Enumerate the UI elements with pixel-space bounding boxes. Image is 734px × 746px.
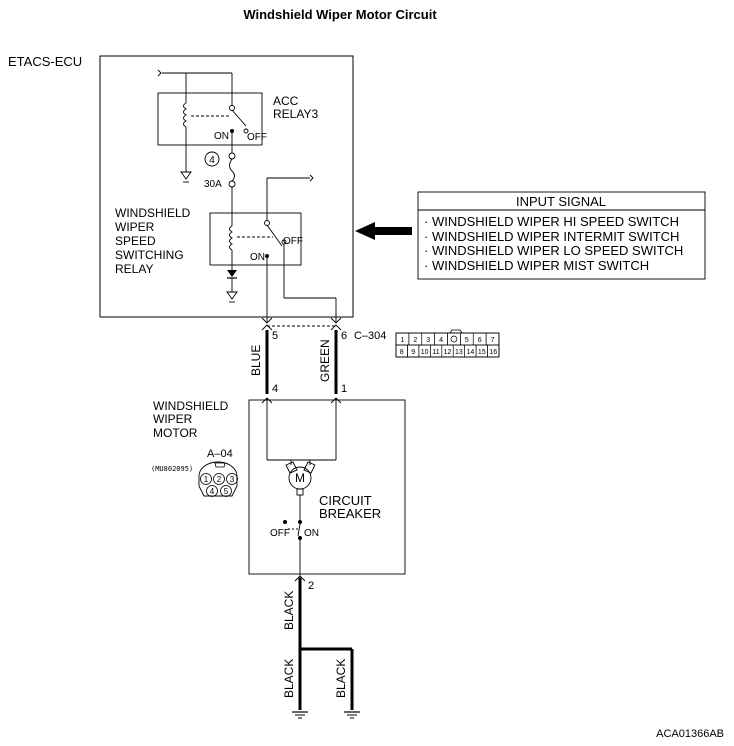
a04-label: A–04 xyxy=(207,448,233,460)
c304-top-pin-label: 2 xyxy=(413,337,417,344)
breaker-off-label: OFF xyxy=(270,528,290,539)
motor-label-line1: WINDSHIELD xyxy=(153,399,229,413)
speed-relay-label-line2: WIPER xyxy=(115,220,155,234)
motor-symbol: M xyxy=(295,471,305,485)
acc-relay-label-line1: ACC xyxy=(273,94,299,108)
input-signal-item-mist: · WINDSHIELD WIPER MIST SWITCH xyxy=(424,258,649,273)
motor-pin-1: 1 xyxy=(341,383,347,395)
c304-bottom-pin-label: 9 xyxy=(411,349,415,356)
fuse-number-circle xyxy=(204,151,220,167)
c304-bottom-pin-label: 11 xyxy=(432,349,439,356)
acc-relay-off-label: OFF xyxy=(247,132,267,143)
a04-pin-2: 2 xyxy=(217,475,222,484)
motor-label-line3: MOTOR xyxy=(153,426,198,440)
c304-top-pin-label: 7 xyxy=(491,337,495,344)
input-signal-title: INPUT SIGNAL xyxy=(516,194,606,209)
fuse-number: 4 xyxy=(209,155,215,166)
speed-relay-on-label: ON xyxy=(250,252,265,263)
input-signal-item-intermit: · WINDSHIELD WIPER INTERMIT SWITCH xyxy=(424,229,679,244)
diagram-title: Windshield Wiper Motor Circuit xyxy=(243,7,437,22)
fuse-4 xyxy=(228,152,236,226)
input-signal-item-hi: · WINDSHIELD WIPER HI SPEED SWITCH xyxy=(424,214,679,229)
c304-key-mark xyxy=(450,335,458,343)
wire-black-right-label: BLACK xyxy=(334,659,348,698)
c304-top-pin-label: 4 xyxy=(439,337,443,344)
c304-bottom-pin-label: 8 xyxy=(400,349,404,356)
c304-top-pin-label: 1 xyxy=(400,337,404,344)
wiper-motor-internal xyxy=(266,398,337,578)
c304-pin-5: 5 xyxy=(272,330,278,342)
connector-c304-junction xyxy=(261,317,342,331)
speed-switching-relay xyxy=(209,212,337,322)
motor-label-line2: WIPER xyxy=(153,412,193,426)
a04-pin-1: 1 xyxy=(204,475,209,484)
acc-relay-on-label: ON xyxy=(214,131,229,142)
c304-top-pin-label: 3 xyxy=(426,337,430,344)
a04-pin-5: 5 xyxy=(224,487,229,496)
input-signal-box xyxy=(417,191,706,280)
speed-relay-label-line3: SPEED xyxy=(115,234,156,248)
motor-pin-4: 4 xyxy=(272,383,278,395)
a04-pin-4: 4 xyxy=(210,487,215,496)
c304-bottom-pin-label: 10 xyxy=(421,349,429,356)
speed-relay-label-line4: SWITCHING xyxy=(115,248,184,262)
c304-bottom-pin-label: 12 xyxy=(444,349,452,356)
input-signal-item-lo: · WINDSHIELD WIPER LO SPEED SWITCH xyxy=(424,243,683,258)
ground-wiring xyxy=(292,575,360,719)
connector-a04-face xyxy=(198,461,238,497)
a04-pin-3: 3 xyxy=(230,475,235,484)
c304-label: C–304 xyxy=(354,330,386,342)
wire-green-label: GREEN xyxy=(318,339,332,382)
wiper-motor-box xyxy=(248,399,406,575)
speed-relay-label-line1: WINDSHIELD xyxy=(115,206,191,220)
fuse-rating: 30A xyxy=(204,179,222,190)
c304-top-pin-label: 6 xyxy=(478,337,482,344)
wire-blue-label: BLUE xyxy=(249,345,263,376)
c304-top-pin-label: 5 xyxy=(465,337,469,344)
motor-pin-2: 2 xyxy=(308,580,314,592)
c304-top-cell xyxy=(447,332,461,346)
c304-bottom-pin-label: 13 xyxy=(455,349,463,356)
breaker-label-line2: BREAKER xyxy=(319,506,381,521)
breaker-on-label: ON xyxy=(304,528,319,539)
figure-id: ACA01366AB xyxy=(656,728,724,740)
c304-pin-6: 6 xyxy=(341,330,347,342)
breaker-label-line1: CIRCUIT xyxy=(319,493,372,508)
etacs-ecu-box xyxy=(99,55,354,318)
wire-black-main-label: BLACK xyxy=(282,591,296,630)
c304-bottom-pin-label: 15 xyxy=(478,349,486,356)
acc-relay-label-line2: RELAY3 xyxy=(273,107,318,121)
acc-relay3 xyxy=(157,69,263,183)
a04-part-number: (MU802095) xyxy=(151,465,193,473)
etacs-ecu-label: ETACS-ECU xyxy=(8,54,82,69)
c304-bottom-pin-label: 16 xyxy=(489,349,497,356)
input-signal-arrow xyxy=(355,222,412,240)
speed-relay-off-label: OFF xyxy=(283,236,303,247)
c304-bottom-pin-label: 14 xyxy=(466,349,474,356)
speed-relay-label-line5: RELAY xyxy=(115,262,153,276)
c304-bottom-cell xyxy=(487,344,500,358)
wire-black-left-label: BLACK xyxy=(282,659,296,698)
